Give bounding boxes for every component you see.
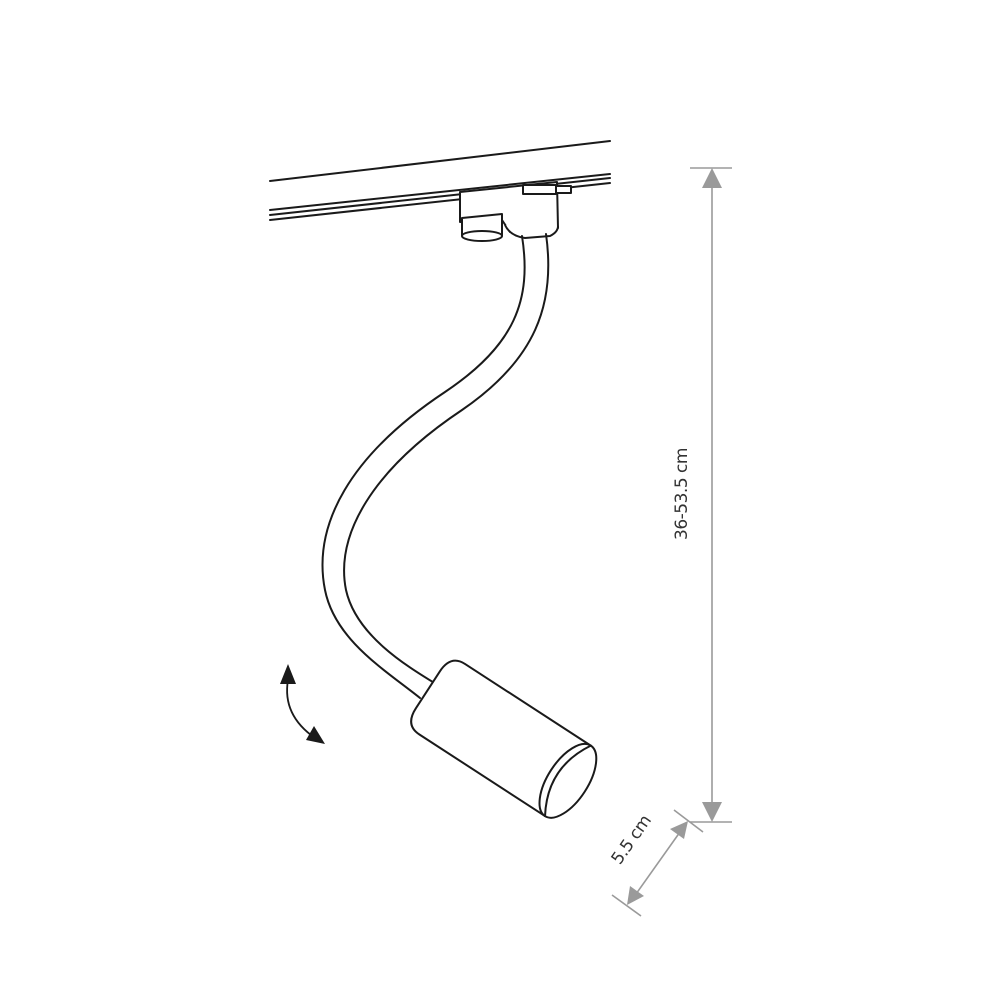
height-label: 36-53.5 cm [671, 448, 692, 540]
track-rail [269, 140, 611, 221]
flexible-arm [321, 233, 550, 699]
height-dimension [690, 167, 732, 823]
diameter-dimension [611, 809, 704, 917]
rotation-arrow-icon [280, 664, 325, 744]
lamp-head [410, 659, 598, 819]
track-adapter [459, 181, 572, 242]
